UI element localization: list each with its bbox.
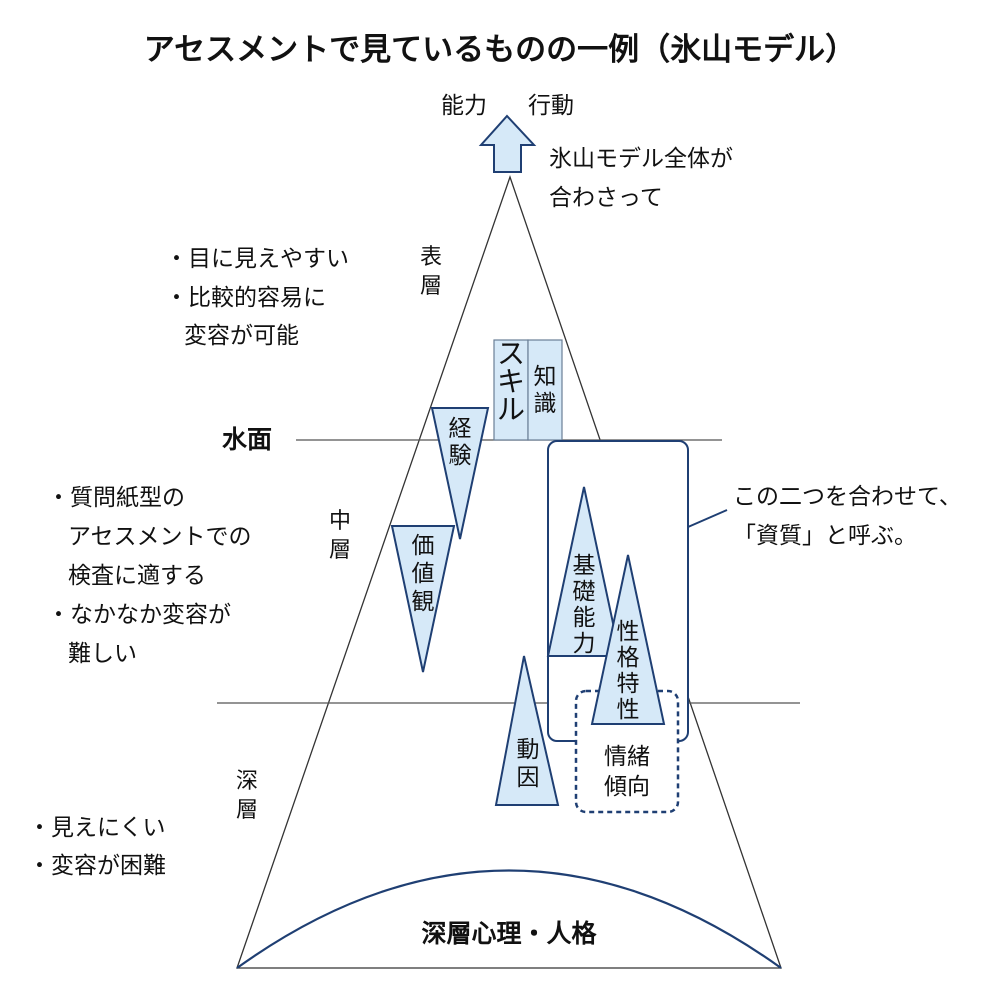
callout-line-2: 「資質」と呼ぶ。 <box>733 523 917 549</box>
skill-box <box>493 339 529 441</box>
knowledge-box <box>527 339 563 441</box>
basic-ability-label-char-3: 能 <box>573 605 596 631</box>
callout-leader-line <box>687 509 728 528</box>
values-triangle <box>390 525 456 673</box>
combined-note-line-1: 氷山モデル全体が <box>549 146 733 172</box>
up-arrow-icon <box>478 114 537 173</box>
page-title: アセスメントで見ているものの一例（氷山モデル） <box>144 32 856 68</box>
knowledge-label-char-2: 識 <box>534 391 557 417</box>
values-label-char-2: 値 <box>412 561 435 587</box>
callout-line-1: この二つを合わせて、 <box>733 484 962 510</box>
experience-label: 経験 <box>449 416 472 469</box>
values-label-char-3: 観 <box>412 589 435 615</box>
middle-note-1: ・質問紙型の <box>47 485 185 511</box>
layer-middle-char-1: 中 <box>329 509 351 534</box>
layer-deep-char-2: 層 <box>236 798 258 823</box>
values-label: 価値観 <box>412 533 435 615</box>
surface-note-3: 変容が可能 <box>184 323 299 349</box>
personality-triangle <box>590 554 666 725</box>
experience-triangle <box>430 407 490 540</box>
basic-ability-label-char-1: 基 <box>573 553 596 579</box>
deep-psychology-label: 深層心理・人格 <box>421 919 597 948</box>
knowledge-label: 知識 <box>534 364 557 417</box>
layer-middle-char-2: 層 <box>329 538 351 563</box>
motive-label-char-2: 因 <box>517 765 540 791</box>
water-surface-label: 水面 <box>222 425 272 454</box>
motive-triangle <box>494 655 560 806</box>
knowledge-label-char-1: 知 <box>534 364 557 390</box>
skill-label-char-2: キ <box>497 365 525 398</box>
basic-ability-label-char-2: 礎 <box>573 579 596 605</box>
skill-label-char-3: ル <box>497 393 525 426</box>
surface-note-2: ・比較的容易に <box>165 285 326 311</box>
personality-label-char-2: 格 <box>617 645 640 671</box>
motive-label-char-1: 動 <box>517 737 540 763</box>
personality-label-char-3: 特 <box>617 671 640 697</box>
emotional-tendency-line-2: 傾向 <box>604 774 650 800</box>
ability-label: 能力 <box>441 93 487 119</box>
middle-note-2: アセスメントでの <box>68 524 252 550</box>
skill-label: スキル <box>497 337 525 426</box>
layer-surface-char-2: 層 <box>420 274 442 299</box>
behavior-label: 行動 <box>528 93 574 119</box>
skill-label-char-1: ス <box>497 337 525 370</box>
deep-note-1: ・見えにくい <box>28 815 166 841</box>
deep-note-2: ・変容が困難 <box>28 853 166 879</box>
personality-label-char-1: 性 <box>617 619 640 645</box>
layer-deep-char-1: 深 <box>236 769 258 794</box>
middle-note-4: ・なかなか変容が <box>47 602 231 628</box>
values-label-char-1: 価 <box>412 533 435 559</box>
middle-note-5: 難しい <box>68 641 137 667</box>
surface-note-1: ・目に見えやすい <box>165 246 349 272</box>
deep-psychology-arc <box>236 869 782 969</box>
experience-label-char-1: 経 <box>449 416 472 442</box>
layer-surface-char-1: 表 <box>420 245 442 270</box>
basic-ability-label-char-4: 力 <box>573 631 596 657</box>
emotional-tendency-line-1: 情緒 <box>604 744 650 770</box>
middle-note-3: 検査に適する <box>68 563 206 589</box>
experience-label-char-2: 験 <box>449 443 472 469</box>
personality-label-char-4: 性 <box>617 697 640 723</box>
basic-ability-triangle <box>546 486 622 657</box>
motive-label: 動因 <box>517 737 540 791</box>
combined-note-line-2: 合わさって <box>549 185 663 211</box>
